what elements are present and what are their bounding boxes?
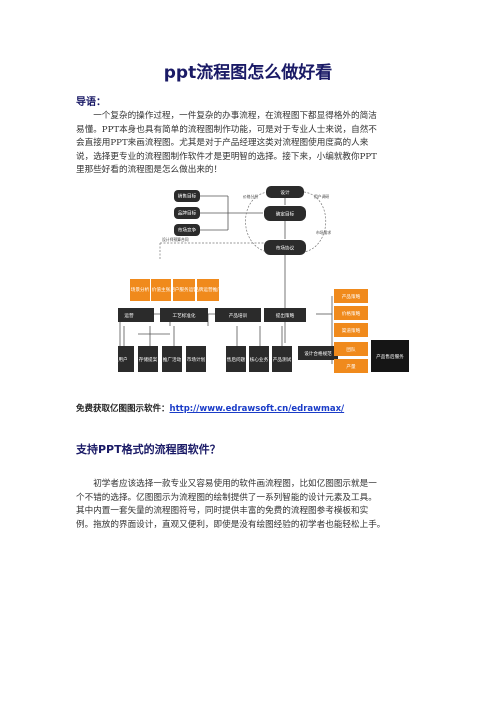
right-orange-3: 渠道策略 [342,327,361,334]
right-orange-4: 团队 [346,346,356,353]
bottom-node-1: 用户 [118,356,127,363]
support-line: 初学者应该选择一款专业又容易使用的软件画流程图，比如亿图图示就是一 [76,479,377,489]
mid-node-1: 运营 [124,312,134,319]
right-orange-5: 产量 [346,363,356,370]
download-link-line: 免费获取亿图图示软件：http://www.edrawsoft.cn/edraw… [76,402,344,414]
node-left-2: 品牌目标 [178,210,197,217]
orange-node-1: 场景分析 [131,286,150,293]
bottom-node-3: 推广活动 [163,356,182,363]
bottom-node-7: 产品测试 [273,356,292,363]
note-2: 用户调研 [314,194,329,199]
mid-node-3: 产品培训 [229,312,248,319]
link-label: 免费获取亿图图示软件： [76,404,170,414]
node-top: 设计 [280,189,290,196]
node-center-1: 确定目标 [276,211,295,218]
page-title: ppt流程图怎么做好看 [163,63,333,83]
right-orange-2: 价格策略 [342,310,361,317]
note-4: 设计师预算合同 [162,237,189,242]
note-3: 市场需求 [316,230,331,235]
section-title: 支持PPT格式的流程图软件？ [76,443,221,456]
bottom-node-5: 售后问题 [227,356,246,363]
bottom-center-node: 设计合格规范 [304,350,332,357]
mid-node-2: 工艺标准化 [173,312,196,319]
support-line: 例。拖放的界面设计，直观又便利，即使是没有绘图经验的初学者也能轻松上手。 [76,519,386,530]
orange-node-4: 品牌运营推广 [194,286,222,293]
download-link[interactable]: http://www.edrawsoft.cn/edrawmax/ [169,404,345,414]
right-orange-1: 产品策略 [342,293,361,300]
final-node: 产品售后服务 [376,353,404,360]
intro-line: 说，选择更专业的流程图制作软件才是更明智的选择。接下来，小编就教你PPT [76,151,377,162]
intro-line: 里那些好看的流程图是怎么做出来的！ [76,165,223,175]
bottom-node-6: 核心业务 [250,356,269,363]
intro-line: 易懂。PPT本身也具有简单的流程图制作功能，可是对于专业人士来说，自然不 [76,124,377,135]
node-left-3: 市场竞争 [178,227,197,234]
bottom-node-2: 存储提案 [139,356,158,363]
note-1: 价格分析 [243,194,258,199]
flowchart-image: 设计 销售目标 品牌目标 市场竞争 确定目标 市场协议 价格分析 用户调研 市场… [118,186,409,373]
intro-label: 导语： [76,97,106,108]
node-center-2: 市场协议 [276,245,295,252]
intro-line: 会直接用PPT来画流程图。尤其是对于产品经理这类对流程图使用度高的人来 [76,138,369,148]
support-paragraph: 初学者应该选择一款专业又容易使用的软件画流程图，比如亿图图示就是一 个不错的选择… [76,478,422,532]
mid-node-4: 提出策略 [276,312,295,319]
intro-line: 一个复杂的操作过程，一件复杂的办事流程，在流程图下都显得格外的简洁 [76,111,377,121]
orange-node-3: 用户服务运营 [170,286,198,293]
orange-node-2: 价值主张 [152,286,171,293]
intro-paragraph: 一个复杂的操作过程，一件复杂的办事流程，在流程图下都显得格外的简洁 易懂。PPT… [76,110,422,178]
support-line: 其中内置一套矢量的流程图符号，同时提供丰富的免费的流程图参考模板和实 [76,506,369,516]
support-line: 个不错的选择。亿图图示为流程图的绘制提供了一系列智能的设计元素及工具。 [76,492,377,503]
bottom-node-4: 市场计划 [187,356,206,363]
node-left-1: 销售目标 [178,193,197,200]
